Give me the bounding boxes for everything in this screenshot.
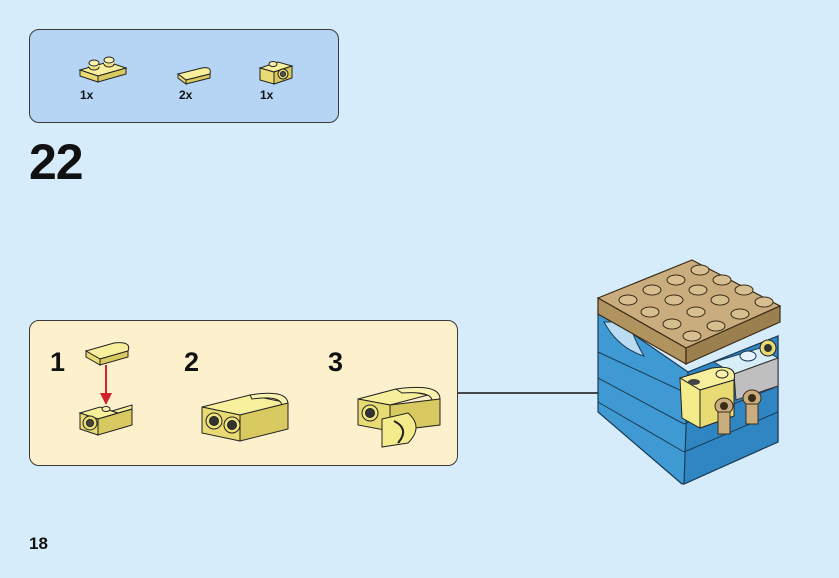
slope-curved-tan-icon — [176, 67, 211, 85]
substep-1-illustration — [78, 342, 133, 436]
part-item: 1x — [74, 30, 134, 124]
part-quantity: 2x — [179, 88, 193, 102]
substep-number: 1 — [50, 347, 66, 377]
sub-assembly-box: 1 2 3 — [29, 320, 458, 466]
bracket-brick-tan-icon — [258, 61, 294, 85]
model-assembly-illustration — [596, 259, 782, 485]
substep-number: 2 — [184, 347, 200, 377]
step-number: 22 — [29, 134, 84, 190]
substep-2-illustration — [201, 392, 289, 442]
part-quantity: 1x — [260, 88, 274, 102]
parts-list-box: 1x 2x 1x — [29, 29, 339, 123]
part-quantity: 1x — [80, 88, 94, 102]
part-item: 1x — [256, 30, 316, 124]
substep-number: 3 — [328, 347, 344, 377]
substep-3-illustration — [357, 386, 441, 448]
part-item: 2x — [172, 30, 232, 124]
plate-1x2-tan-icon — [78, 56, 128, 83]
page-number: 18 — [29, 534, 48, 553]
